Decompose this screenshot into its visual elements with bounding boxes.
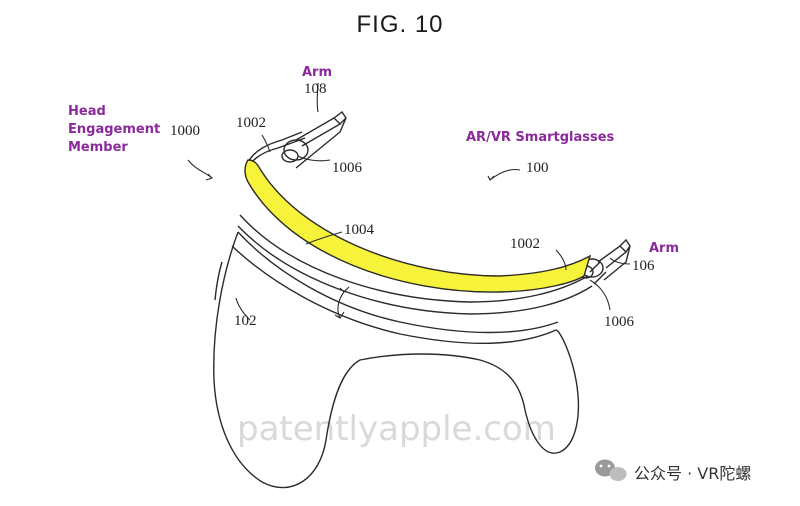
dimension-arrow xyxy=(337,291,345,319)
label-head-line3: Member xyxy=(68,140,128,155)
arm-106 xyxy=(597,238,631,281)
leader-1002-left xyxy=(261,134,271,153)
watermark-text: patentlyapple.com xyxy=(237,409,556,449)
leader-1002-right xyxy=(555,249,567,271)
channel-name: 公众号 · VR陀螺 xyxy=(634,464,751,483)
arrowhead xyxy=(487,175,495,181)
ref-108: 108 xyxy=(304,81,327,97)
ref-1000: 1000 xyxy=(170,123,200,139)
label-head-line1: Head xyxy=(68,104,106,119)
head-engagement-band xyxy=(244,159,592,293)
label-arm-right: Arm xyxy=(649,241,679,256)
arrowhead xyxy=(205,173,214,181)
leader-1006-right xyxy=(589,279,611,311)
label-head-line2: Engagement xyxy=(68,122,160,137)
leader-1006-left xyxy=(297,155,331,162)
leader-106 xyxy=(609,257,631,265)
leader-1004 xyxy=(305,231,343,245)
ref-1006-left: 1006 xyxy=(332,160,363,176)
label-arm-top: Arm xyxy=(302,65,332,80)
ref-100: 100 xyxy=(526,160,549,176)
arrowhead xyxy=(334,311,345,319)
leader-102 xyxy=(235,297,251,321)
arm-108 xyxy=(295,110,347,169)
arrowhead xyxy=(339,286,350,293)
leader-arm-108 xyxy=(316,82,319,113)
visor-lens xyxy=(213,231,580,489)
ref-1002-left: 1002 xyxy=(236,115,266,131)
ref-106: 106 xyxy=(632,258,655,274)
wechat-icon xyxy=(595,459,627,481)
ref-1006-right: 1006 xyxy=(604,314,635,330)
ref-1002-right: 1002 xyxy=(510,236,540,252)
ref-1004: 1004 xyxy=(344,222,375,238)
leader-100 xyxy=(489,168,521,181)
label-ar-vr: AR/VR Smartglasses xyxy=(466,130,615,145)
figure-title: FIG. 10 xyxy=(356,11,443,38)
leader-1000 xyxy=(187,159,213,179)
ref-102: 102 xyxy=(234,313,257,329)
